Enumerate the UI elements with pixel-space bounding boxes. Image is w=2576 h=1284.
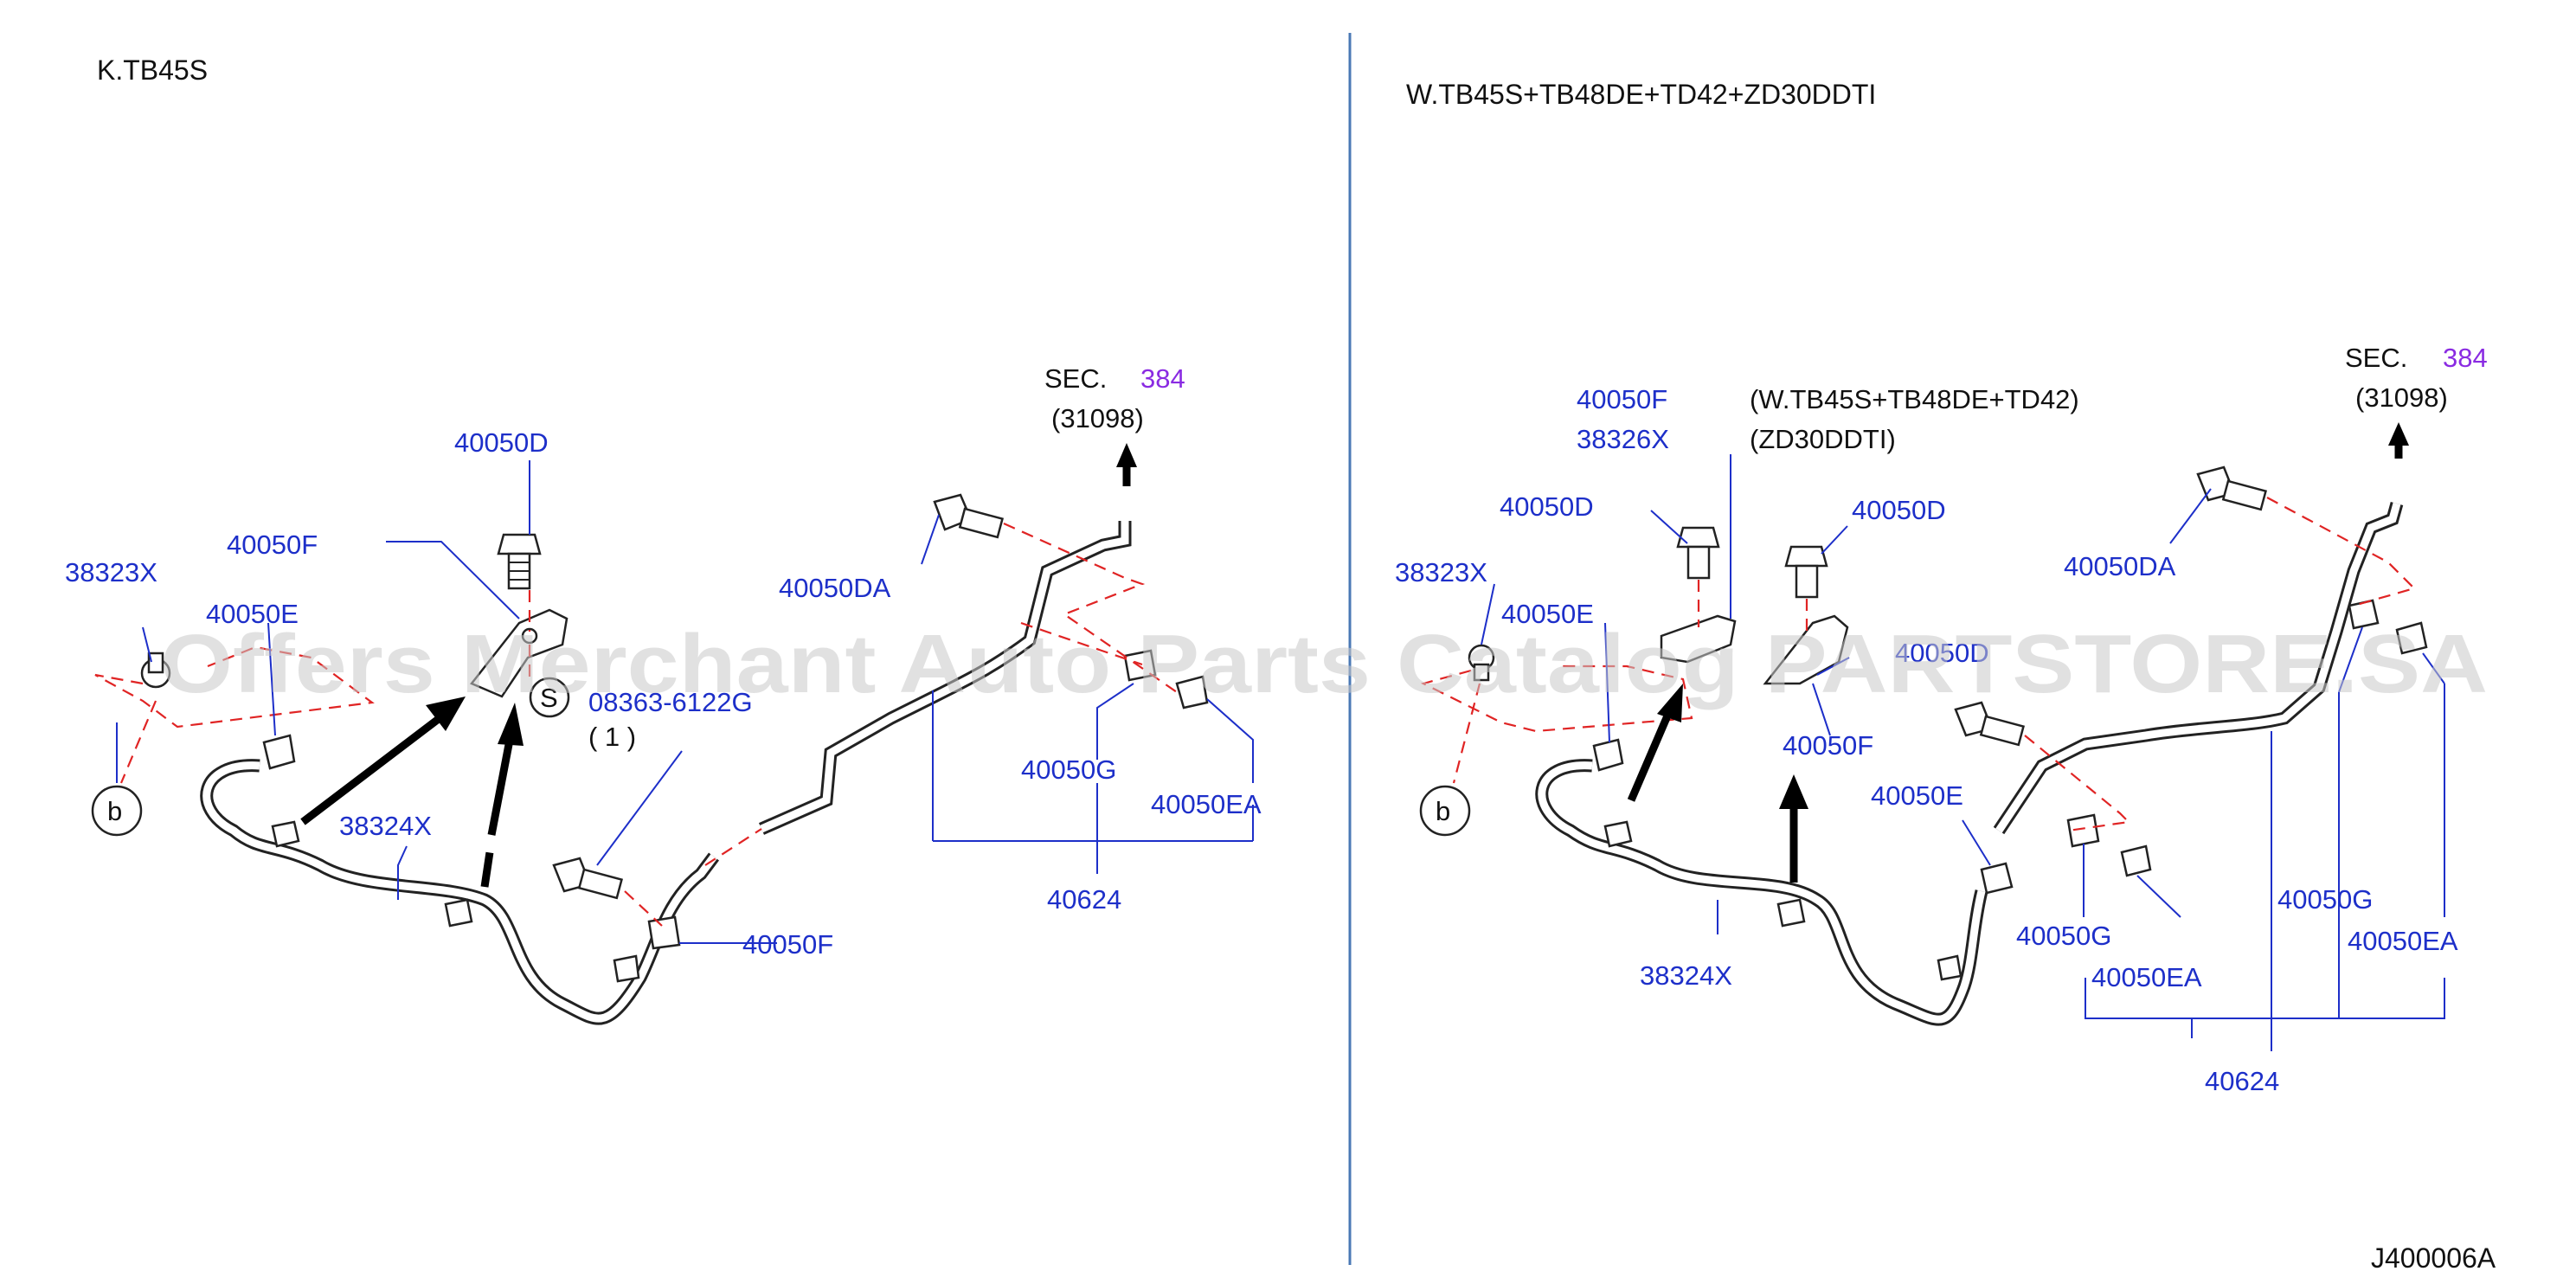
right-label-40050da: 40050DA: [2064, 551, 2176, 581]
left-bolt-08363: [552, 857, 623, 900]
right-label-40624: 40624: [2205, 1066, 2279, 1096]
left-clip-40050g: [1123, 649, 1157, 682]
left-arrow-head-2: [498, 703, 524, 746]
left-arrow-head-1: [426, 697, 466, 731]
left-bolt-40050d: [497, 533, 542, 590]
right-label-40050g-right: 40050G: [2277, 884, 2373, 915]
left-label-40050f-top: 40050F: [227, 530, 318, 560]
left-bolt-40050da: [933, 493, 1004, 539]
right-label-40050f: 40050F: [1577, 384, 1667, 414]
left-label-40050e: 40050E: [206, 599, 299, 629]
left-hose-38324x: [200, 759, 719, 1025]
right-bracket-40050f-mid: [1763, 614, 1849, 685]
left-label-40050f-bottom: 40050F: [742, 929, 833, 960]
right-sec-number: 384: [2443, 343, 2488, 373]
left-label-38324x: 38324X: [339, 811, 432, 841]
right-label-38326x: 38326X: [1577, 424, 1669, 454]
left-clip-40050e: [262, 734, 296, 770]
right-label-38324x: 38324X: [1640, 960, 1732, 991]
right-label-40050d-right: 40050D: [1852, 495, 1946, 525]
right-label-40050ea-right: 40050EA: [2348, 926, 2458, 956]
right-label-40050e-mid: 40050E: [1871, 780, 1963, 811]
left-clip-40050f-bottom: [647, 915, 681, 950]
watermark: Offers Merchant Auto Parts Catalog PARTS…: [160, 618, 2488, 710]
left-sec-label: SEC.: [1044, 363, 1107, 394]
left-label-40050ea: 40050EA: [1151, 789, 1262, 819]
right-label-40050d-left: 40050D: [1500, 491, 1594, 522]
right-bolt-40050d-mid: [1954, 701, 2025, 747]
right-bolt-40050da: [2196, 465, 2267, 511]
right-sec-label: SEC.: [2345, 343, 2407, 373]
left-label-38323x: 38323X: [65, 557, 157, 587]
left-label-40050da: 40050DA: [779, 573, 891, 603]
right-clip-40050g-left: [2066, 813, 2100, 848]
right-clamp-38323x: [1468, 644, 1495, 682]
right-arrow-sec: [2388, 422, 2409, 446]
left-panel-title: K.TB45S: [97, 55, 208, 86]
right-arrow-head-1: [1657, 684, 1683, 722]
right-bolt-40050d-left: [1676, 526, 1720, 580]
left-label-40050d: 40050D: [454, 427, 549, 458]
left-label-bolt-code: 08363-6122G: [588, 687, 753, 717]
right-label-38323x: 38323X: [1395, 557, 1487, 587]
left-clip-40050ea: [1175, 675, 1209, 709]
right-label-variant-b: (ZD30DDTI): [1750, 424, 1896, 454]
right-clip-40050ea-right: [2395, 621, 2428, 655]
right-label-40050f-mid: 40050F: [1783, 730, 1873, 761]
right-ref-b-circle: [1419, 785, 1471, 837]
right-hose-38324x: [1535, 759, 1988, 1026]
left-s-symbol-circle: [529, 677, 570, 718]
left-sec-number: 384: [1140, 363, 1185, 394]
left-label-40050g: 40050G: [1021, 754, 1116, 785]
right-clip-40050e-mid: [1980, 862, 2014, 895]
left-tube-40624: [758, 521, 1132, 835]
right-panel: W.TB45S+TB48DE+TD42+ZD30DDTI: [1395, 79, 2488, 1096]
right-label-variant-a: (W.TB45S+TB48DE+TD42): [1750, 384, 2079, 414]
right-clip-40050e-top: [1592, 738, 1624, 772]
right-tube-40624: [1993, 501, 2404, 835]
right-arrow-head-2: [1779, 774, 1808, 809]
left-label-40624: 40624: [1047, 884, 1121, 915]
left-s-symbol: S: [540, 683, 558, 713]
right-label-40050g-left: 40050G: [2016, 921, 2111, 951]
left-label-bolt-qty: ( 1 ): [588, 722, 636, 752]
left-clamp-38323x: [140, 652, 171, 689]
diagram-id: J400006A: [2371, 1242, 2496, 1274]
left-ref-b-circle: [91, 785, 143, 837]
left-panel: K.TB45S: [65, 55, 1262, 1025]
right-bolt-40050d-right: [1784, 545, 1828, 599]
right-label-40050ea-left: 40050EA: [2091, 962, 2202, 992]
left-sec-part: (31098): [1051, 403, 1144, 433]
right-sec-part: (31098): [2355, 382, 2448, 413]
right-panel-title: W.TB45S+TB48DE+TD42+ZD30DDTI: [1406, 79, 1876, 110]
left-arrow-sec: [1116, 443, 1137, 467]
right-bracket-40050f: [1660, 614, 1737, 664]
left-bracket-40050f: [470, 608, 569, 698]
right-clip-40050ea-left: [2120, 844, 2152, 877]
right-label-40050e-top: 40050E: [1501, 599, 1594, 629]
right-label-40050d-mid: 40050D: [1895, 638, 1989, 668]
right-ref-b: b: [1436, 796, 1450, 826]
left-ref-b: b: [107, 796, 122, 826]
